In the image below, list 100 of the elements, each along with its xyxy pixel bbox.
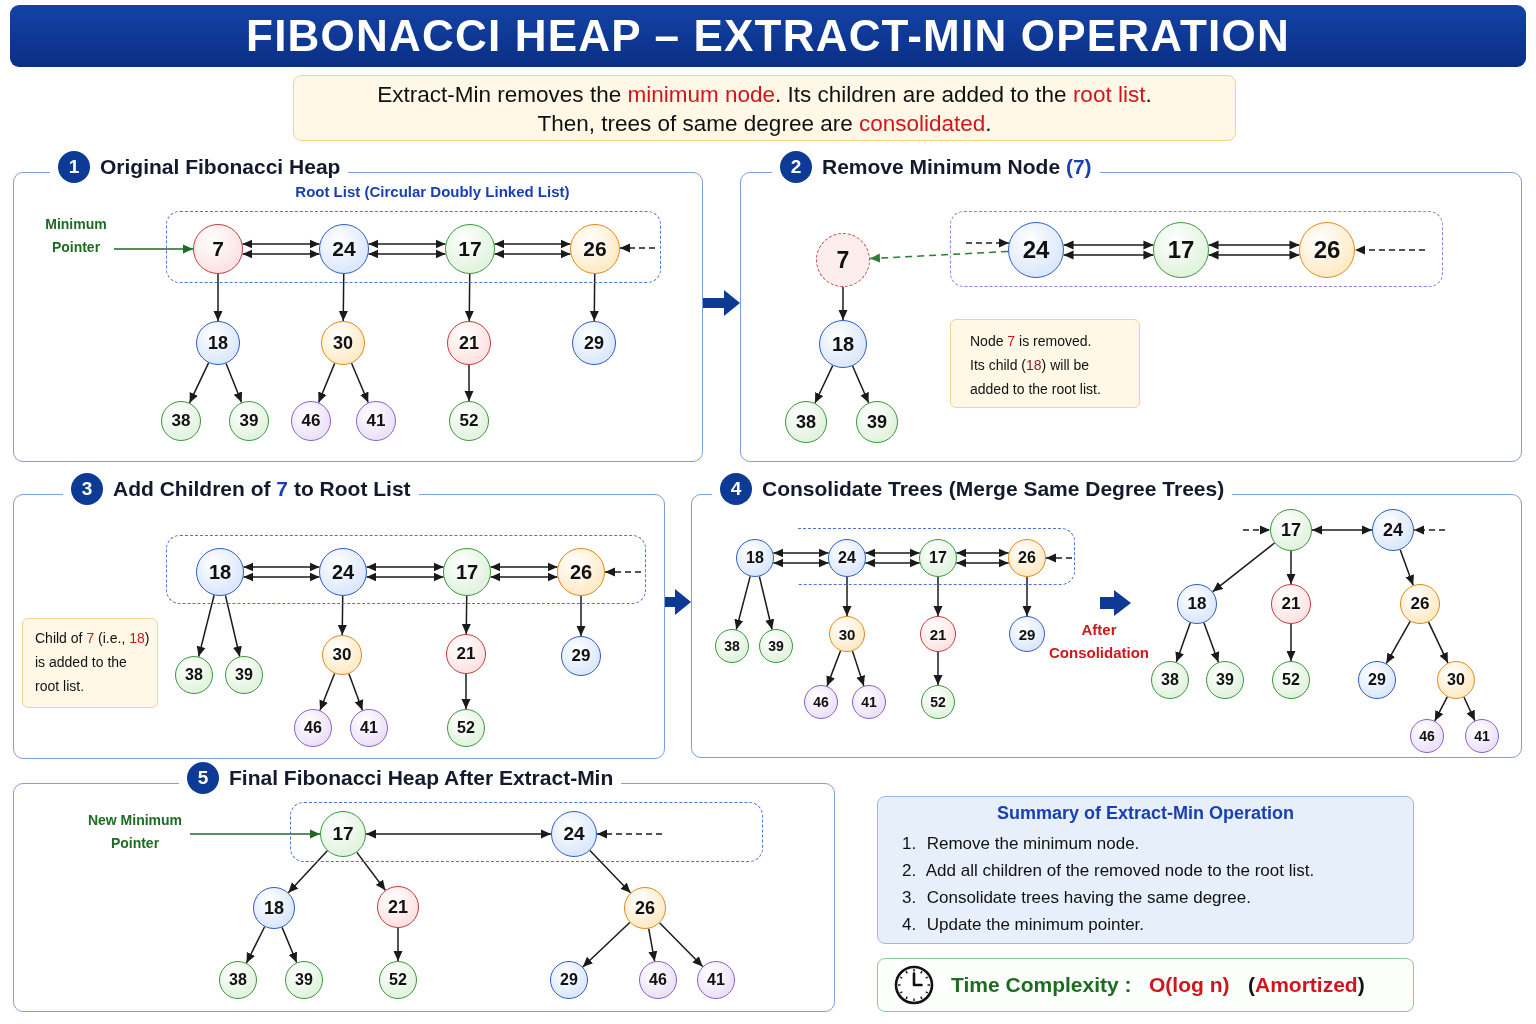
arrow — [189, 829, 321, 839]
arrow — [356, 851, 387, 891]
heap-node: 39 — [225, 656, 263, 694]
step-number: 5 — [187, 762, 219, 794]
arrow — [851, 365, 870, 404]
arrow — [225, 362, 243, 404]
pointer-label: New Minimum Pointer — [80, 808, 190, 856]
step-heading: Add Children of 7 to Root List — [113, 477, 411, 501]
heap-node: 26 — [624, 887, 666, 929]
step-panel — [13, 150, 703, 462]
arrow — [1175, 622, 1192, 663]
double-headed-arrow — [955, 558, 1010, 568]
heap-node: 39 — [759, 629, 793, 663]
heap-node: 52 — [447, 709, 485, 747]
step-panel — [740, 150, 1522, 462]
arrow — [337, 595, 347, 636]
arrow — [281, 926, 298, 964]
arrow — [589, 273, 599, 322]
removed-heap-node: 7 — [816, 233, 870, 287]
heap-node: 18 — [196, 321, 240, 365]
double-headed-arrow — [242, 572, 321, 582]
heap-node: 30 — [322, 635, 362, 675]
complexity-value: O(log n) — [1149, 972, 1230, 998]
dashed-arrow — [965, 238, 1010, 248]
arrow — [287, 850, 329, 894]
double-headed-arrow — [241, 239, 321, 249]
heap-node: 29 — [1009, 616, 1045, 652]
arrow — [464, 273, 474, 322]
heap-node: 29 — [561, 636, 601, 676]
heap-node: 17 — [320, 811, 366, 857]
step-panel — [13, 472, 665, 759]
heap-node: 26 — [557, 548, 605, 596]
heap-node: 46 — [1410, 719, 1444, 753]
heap-node: 38 — [175, 656, 213, 694]
heap-node: 21 — [447, 321, 491, 365]
arrow — [461, 595, 471, 635]
double-headed-arrow — [864, 558, 921, 568]
arrow — [838, 286, 848, 321]
heap-node: 17 — [919, 539, 957, 577]
double-headed-arrow — [367, 249, 447, 259]
arrow — [734, 575, 751, 631]
arrow — [648, 927, 658, 963]
complexity-label: Time Complexity : — [951, 972, 1132, 998]
arrow — [319, 672, 336, 712]
heap-node: 18 — [736, 539, 774, 577]
double-headed-arrow — [1207, 250, 1301, 260]
arrow — [338, 273, 348, 322]
title-banner: FIBONACCI HEAP – EXTRACT-MIN OPERATION — [10, 5, 1526, 67]
heap-node: 30 — [321, 321, 365, 365]
arrow — [213, 273, 223, 322]
dashed-arrow — [1242, 525, 1271, 535]
heap-node: 21 — [446, 634, 486, 674]
arrow — [576, 595, 586, 637]
arrow — [1211, 542, 1276, 593]
root-list-label: Root List (Circular Doubly Linked List) — [295, 183, 570, 201]
root-list-frame — [290, 802, 763, 862]
step-number: 3 — [71, 473, 103, 505]
heap-node: 38 — [715, 629, 749, 663]
heap-node: 46 — [639, 961, 677, 999]
double-headed-arrow — [365, 572, 445, 582]
heap-node: 39 — [229, 401, 269, 441]
heap-node: 18 — [253, 887, 295, 929]
root-list-frame — [166, 535, 646, 604]
arrow — [245, 926, 266, 964]
double-headed-arrow — [1062, 250, 1155, 260]
step-panel — [691, 472, 1522, 758]
arrow — [851, 650, 865, 687]
arrow-caption: After Consolidation — [1048, 620, 1150, 663]
arrow — [1385, 620, 1411, 665]
heap-node: 46 — [294, 709, 332, 747]
summary-step: 1. Remove the minimum node. — [902, 833, 1140, 855]
heap-node: 24 — [1008, 222, 1064, 278]
heap-node: 26 — [570, 224, 620, 274]
heap-node: 52 — [379, 961, 417, 999]
arrow — [188, 362, 210, 404]
heap-node: 46 — [291, 401, 331, 441]
intro-banner: Extract-Min removes the minimum node. Its children are added to the root list. Then, trees of same degree are consolidated. — [293, 75, 1236, 141]
step-panel — [13, 761, 835, 1012]
heap-node: 24 — [551, 811, 597, 857]
arrow — [1427, 621, 1449, 664]
heap-node: 41 — [1465, 719, 1499, 753]
heap-node: 41 — [356, 401, 396, 441]
arrow — [659, 922, 704, 968]
heap-node: 52 — [1272, 661, 1310, 699]
heap-node: 17 — [1270, 509, 1312, 551]
double-headed-arrow — [241, 249, 321, 259]
heap-node: 41 — [852, 685, 886, 719]
step-heading: Original Fibonacci Heap — [100, 155, 341, 179]
heap-node: 24 — [319, 548, 367, 596]
dashed-arrow — [1413, 525, 1446, 535]
summary-heading: Summary of Extract-Min Operation — [995, 802, 1296, 824]
double-headed-arrow — [493, 239, 572, 249]
dashed-arrow — [1045, 553, 1073, 563]
double-headed-arrow — [864, 548, 921, 558]
double-headed-arrow — [1207, 240, 1301, 250]
heap-node: 38 — [1151, 661, 1189, 699]
arrow — [461, 673, 471, 710]
heap-node: 52 — [449, 401, 489, 441]
heap-node: 39 — [285, 961, 323, 999]
arrow — [1434, 696, 1448, 722]
